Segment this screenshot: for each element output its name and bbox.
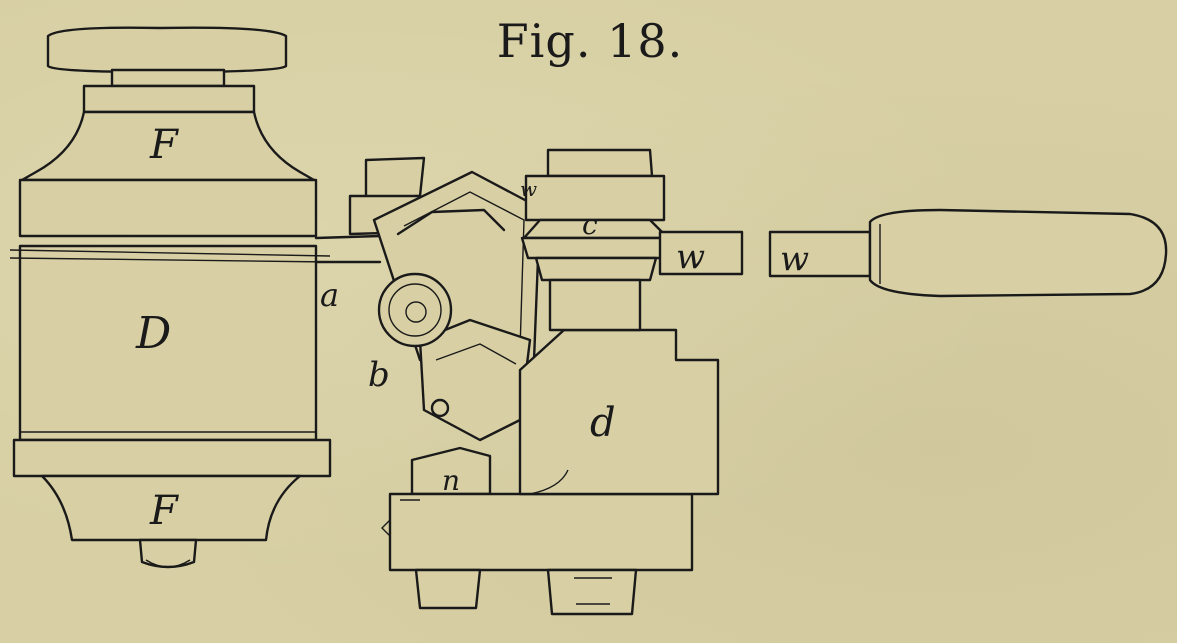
cylinder-assembly xyxy=(9,26,332,569)
label-w-small: w xyxy=(520,177,537,201)
label-d-small: d xyxy=(590,400,616,446)
label-w-right: w xyxy=(780,239,809,279)
handle-assembly xyxy=(520,148,1168,332)
label-f-top: F xyxy=(149,122,179,168)
figure-title: Fig. 18. xyxy=(496,14,684,68)
label-f-bottom: F xyxy=(149,488,179,534)
label-c: c xyxy=(582,208,598,241)
label-w-left: w xyxy=(676,237,705,277)
label-d-big: D xyxy=(135,308,171,359)
label-a: a xyxy=(320,276,339,314)
label-n: n xyxy=(442,464,460,497)
clamp-mechanism xyxy=(314,156,720,616)
label-b: b xyxy=(368,355,390,395)
